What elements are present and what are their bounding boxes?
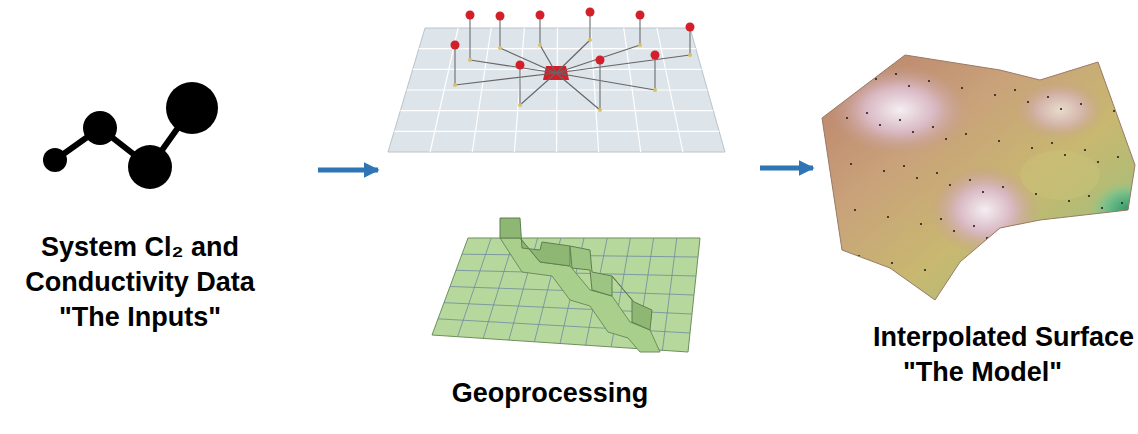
stage-block: System Cl₂ and Conductivity Data"The Inp… — [20, 70, 318, 335]
surface-outline — [822, 55, 1135, 300]
raster-blocks — [432, 218, 700, 352]
data-icon — [43, 82, 218, 189]
flow-arrow — [318, 168, 378, 173]
stage-caption: "The Model" — [903, 355, 1138, 390]
stage-caption: Interpolated Surface — [873, 320, 1138, 355]
stage-caption: System Cl₂ and Conductivity Data — [20, 230, 260, 300]
interpolated-surface — [815, 50, 1138, 305]
stage-block: Geoprocessing — [380, 0, 760, 411]
flow-arrow — [760, 166, 813, 171]
stage-caption: "The Inputs" — [20, 300, 260, 335]
interpolation-grid — [388, 8, 725, 153]
stage-caption: Geoprocessing — [380, 376, 720, 411]
stage-block: Interpolated Surface"The Model" — [815, 40, 1135, 390]
